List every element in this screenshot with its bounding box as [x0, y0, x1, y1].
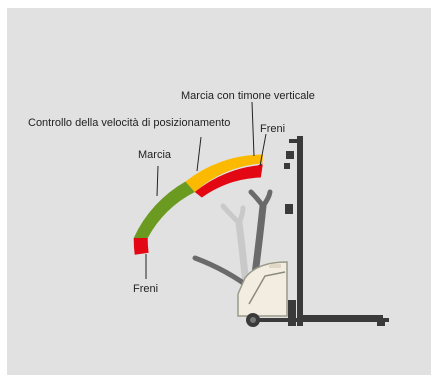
forks [253, 315, 389, 326]
arc-zone-brake-top-band [194, 165, 263, 198]
leader-brake-top [259, 133, 267, 167]
leader-drive [156, 165, 159, 197]
label-drive: Marcia [138, 149, 172, 161]
label-tiller-vertical: Marcia con timone verticale [181, 90, 315, 102]
leader-tiller-vertical [251, 101, 255, 157]
tiller-arc-diagram [133, 101, 389, 327]
label-brake-top: Freni [260, 123, 286, 135]
mast [284, 136, 303, 326]
leader-creep-speed [196, 136, 202, 172]
label-creep-speed: Controllo della velocità di posizionamen… [28, 117, 231, 129]
truck-body [237, 261, 288, 327]
diagram-frame: Marcia con timone verticale Controllo de… [7, 8, 431, 375]
label-brake-bottom: Freni [133, 283, 159, 295]
arc-zone-brake-bottom [133, 238, 149, 255]
arc-zone-creep-speed [185, 154, 263, 192]
arc-zone-drive [133, 181, 195, 238]
